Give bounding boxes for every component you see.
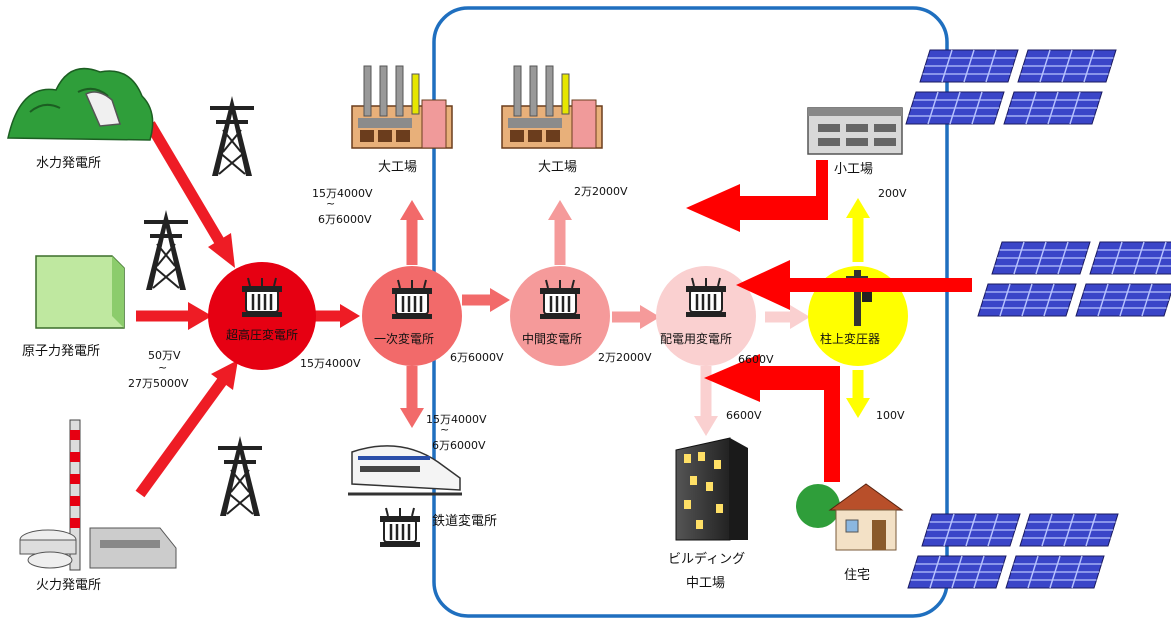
thermal-plant-icon xyxy=(20,420,176,570)
voltage-label: 27万5000V xyxy=(128,376,189,391)
nuclear-plant-label: 原子力発電所 xyxy=(22,344,100,359)
ultra-high-substation-label: 超高圧変電所 xyxy=(226,328,298,343)
house-label: 住宅 xyxy=(844,568,870,583)
building-label-line2: 中工場 xyxy=(686,576,725,591)
house-icon xyxy=(796,484,902,550)
voltage-label: 15万4000V xyxy=(312,186,373,201)
large-factory-label: 大工場 xyxy=(538,160,577,175)
voltage-label: 15万4000V xyxy=(300,356,361,371)
transformer-icon xyxy=(380,508,420,547)
voltage-label: 15万4000V xyxy=(426,412,487,427)
building-label-line1: ビルディング xyxy=(668,552,745,567)
factory-icon xyxy=(352,66,452,148)
voltage-label: 200V xyxy=(878,186,907,201)
small-factory-icon xyxy=(808,108,902,154)
voltage-label: 2万2000V xyxy=(598,350,652,365)
pylon-icon xyxy=(210,96,254,176)
nuclear-plant-icon xyxy=(36,256,124,328)
hydro-plant-label: 水力発電所 xyxy=(36,156,101,171)
voltage-label: 6600V xyxy=(726,408,762,423)
pole-transformer-label: 柱上変圧器 xyxy=(820,332,880,347)
solar-panel-icon xyxy=(908,514,1118,588)
solar-panel-icon xyxy=(906,50,1116,124)
voltage-label: 6万6000V xyxy=(318,212,372,227)
thermal-plant-label: 火力発電所 xyxy=(36,578,101,593)
large-factory-label: 大工場 xyxy=(378,160,417,175)
voltage-label: 6万6000V xyxy=(450,350,504,365)
railway-substation-label: 鉄道変電所 xyxy=(432,514,497,529)
small-factory-label: 小工場 xyxy=(834,162,873,177)
voltage-label: 100V xyxy=(876,408,905,423)
range-tilde: ~ xyxy=(326,200,335,208)
distribution-substation-label: 配電用変電所 xyxy=(660,332,732,347)
building-icon xyxy=(676,438,748,540)
voltage-label: 2万2000V xyxy=(574,184,628,199)
primary-substation-label: 一次変電所 xyxy=(374,332,434,347)
pylon-icon xyxy=(144,210,188,290)
solar-panel-icon xyxy=(978,242,1171,316)
mountain-dam-icon xyxy=(8,69,153,140)
range-tilde: ~ xyxy=(158,364,167,372)
train-icon xyxy=(348,446,462,494)
pylon-icon xyxy=(218,436,262,516)
intermediate-substation-label: 中間変電所 xyxy=(522,332,582,347)
range-tilde: ~ xyxy=(440,426,449,434)
voltage-label: 6万6000V xyxy=(432,438,486,453)
voltage-label: 6600V xyxy=(738,352,774,367)
factory-icon xyxy=(502,66,602,148)
